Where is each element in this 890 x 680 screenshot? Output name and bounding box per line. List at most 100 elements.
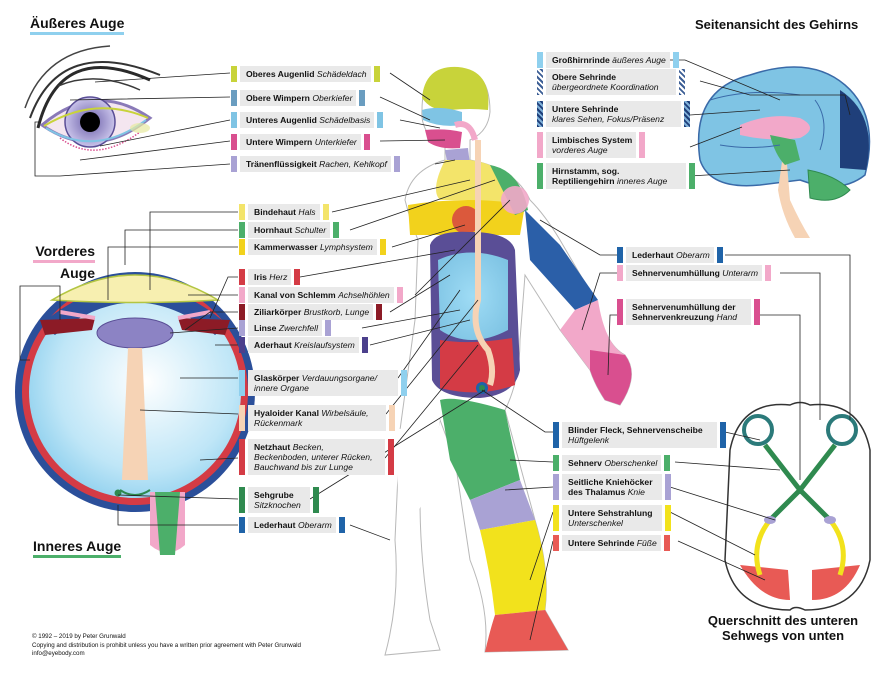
label-name: Limbisches System (552, 135, 633, 145)
label-organ: Knie (627, 487, 645, 497)
title-cross-line1: Querschnitt des unteren (707, 613, 859, 628)
label-lederhaut-eye: Lederhaut Oberarm (239, 517, 345, 533)
label-obere-sehrinde: Obere Sehrinde übergeordnete Koordinatio… (537, 69, 685, 95)
title-cross-line2: Sehwegs von unten (721, 628, 845, 643)
label-organ: Sitzknochen (254, 500, 301, 510)
label-organ: inneres Auge (616, 176, 668, 186)
label-name: Untere Wimpern (246, 137, 313, 147)
label-organ: Lymphsystem (319, 242, 373, 252)
swatch-left (239, 405, 245, 431)
swatch-right (325, 320, 332, 336)
label-organ: Unterarm (722, 268, 759, 278)
label-organ: Unterschenkel (568, 518, 623, 528)
swatch-right (396, 287, 403, 303)
swatch-left (231, 90, 237, 106)
swatch-right (754, 299, 760, 325)
swatch-left (553, 535, 559, 551)
label-organ: Oberkiefer (312, 93, 353, 103)
title-outer-eye-underline (30, 32, 125, 35)
title-inner-eye-underline (33, 555, 122, 558)
label-untere-sehstrahlung: Untere Sehstrahlung Unterschenkel (553, 505, 671, 531)
swatch-left (231, 134, 237, 150)
title-inner-eye: Inneres Auge (33, 538, 122, 558)
label-bindehaut: Bindehaut Hals (239, 204, 329, 220)
swatch-left (239, 239, 245, 255)
swatch-right (388, 439, 394, 475)
label-organ: Rachen, Kehlkopf (319, 159, 387, 169)
label-sehnervenumhuellung: Sehnervenumhüllung Unterarm (617, 265, 772, 281)
swatch-right (379, 239, 386, 255)
label-name: Untere Sehstrahlung (568, 508, 653, 518)
swatch-right (401, 370, 407, 396)
swatch-left (617, 299, 623, 325)
label-organ-line2: Rückenmark (254, 418, 303, 428)
label-name: Sehgrube (254, 490, 294, 500)
copyright-line: © 1992 – 2019 by Peter Grunwald (32, 633, 126, 640)
label-organ-line2: innere Organe (254, 383, 309, 393)
label-name: Aderhaut (254, 340, 292, 350)
label-organ: Schädelbasis (319, 115, 371, 125)
label-organ: Hüftgelenk (568, 435, 610, 445)
label-organ-line2: Beckenboden, unterer Rücken, (254, 452, 373, 462)
body-illustration (384, 66, 632, 656)
label-name: Untere Sehrinde (552, 104, 619, 114)
swatch-right (716, 247, 723, 263)
swatch-left (617, 247, 623, 263)
swatch-left (537, 52, 543, 68)
label-name: Hyaloider Kanal (254, 408, 319, 418)
swatch-right (639, 132, 645, 158)
label-name: Kammerwasser (254, 242, 318, 252)
swatch-left (537, 132, 543, 158)
label-organ: übergeordnete Koordination (552, 82, 659, 92)
label-name: Blinder Fleck, Sehnervenscheibe (568, 425, 703, 435)
label-organ: Füße (636, 538, 657, 548)
swatch-right (679, 69, 685, 95)
label-organ: vorderes Auge (552, 145, 608, 155)
title-front-eye-line1: Vorderes (35, 243, 95, 259)
label-name: Unteres Augenlid (246, 115, 317, 125)
label-sehnervenkreuzung: Sehnervenumhüllung der Sehnervenkreuzung… (617, 299, 760, 325)
label-organ: Kreislaufsystem (294, 340, 355, 350)
label-traenenfluessigkeit: Tränenflüssigkeit Rachen, Kehlkopf (231, 156, 400, 172)
label-untere-sehrinde-brain: Untere Sehrinde klares Sehen, Fokus/Präs… (537, 101, 690, 127)
label-organ: Oberschenkel (604, 458, 658, 468)
label-organ: äußeres Auge (612, 55, 666, 65)
label-name: Lederhaut (254, 520, 296, 530)
label-name-line1: Sehnervenumhüllung der (632, 302, 736, 312)
label-name: Sehnerv (568, 458, 602, 468)
swatch-left (553, 505, 559, 531)
title-brain-side: Seitenansicht des Gehirns (695, 17, 859, 32)
swatch-left (553, 422, 559, 448)
swatch-left (553, 455, 559, 471)
label-glaskoerper: Glaskörper Verdauungsorgane/ innere Orga… (239, 370, 407, 396)
label-sehnerv: Sehnerv Oberschenkel (553, 455, 671, 471)
label-organ: Oberarm (297, 520, 332, 530)
label-hornhaut: Hornhaut Schulter (239, 222, 340, 238)
swatch-right (665, 474, 671, 500)
label-oberes-augenlid: Oberes Augenlid Schädeldach (231, 66, 380, 82)
swatch-left (553, 474, 559, 500)
brain-cross-section-illustration (724, 401, 871, 611)
swatch-left (239, 337, 245, 353)
swatch-left (231, 66, 237, 82)
swatch-left (617, 265, 623, 281)
label-name: Netzhaut (254, 442, 291, 452)
swatch-left (239, 204, 245, 220)
label-organ-line1: Verdauungsorgane/ (301, 373, 377, 383)
label-kammerwasser: Kammerwasser Lymphsystem (239, 239, 386, 255)
label-iris: Iris Herz (239, 269, 301, 285)
swatch-left (231, 112, 237, 128)
swatch-right (393, 156, 400, 172)
swatch-left (239, 320, 245, 336)
title-cross-section: Querschnitt des unteren Sehwegs von unte… (698, 613, 868, 643)
swatch-right (720, 422, 726, 448)
swatch-right (333, 222, 340, 238)
label-ziliarkoerper: Ziliarkörper Brustkorb, Lunge (239, 304, 383, 320)
label-name: Linse (254, 323, 277, 333)
label-name: Iris (254, 272, 267, 282)
swatch-left (239, 439, 245, 475)
label-sehgrube: Sehgrube Sitzknochen (239, 487, 319, 513)
label-untere-sehrinde: Untere Sehrinde Füße (553, 535, 670, 551)
label-organ: Schulter (294, 225, 327, 235)
swatch-left (239, 517, 245, 533)
